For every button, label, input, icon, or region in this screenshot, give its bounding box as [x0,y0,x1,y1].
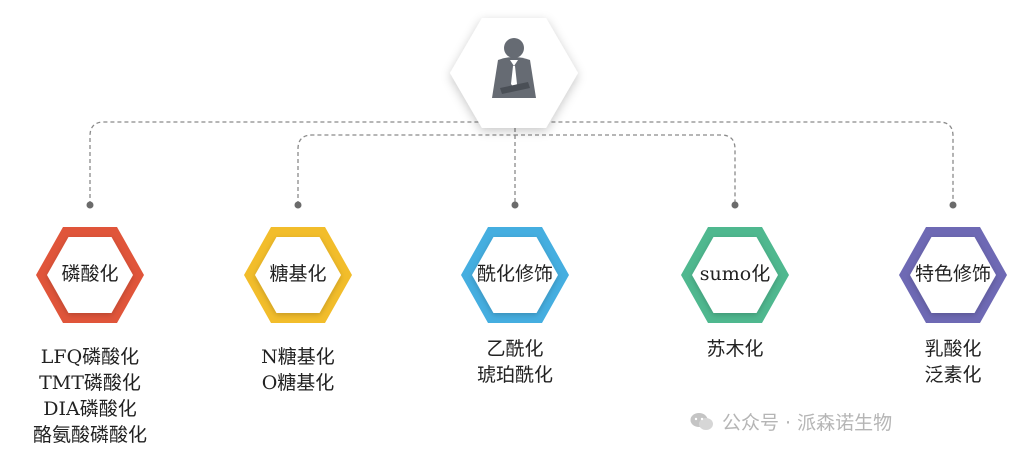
list-item: 苏木化 [706,338,764,360]
connector-dot-5 [949,201,957,209]
category-label-5: 特色修饰 [914,263,991,285]
connector-dot-1 [86,201,94,209]
list-item: LFQ磷酸化 [40,346,140,368]
list-item: TMT磷酸化 [39,372,141,394]
watermark: 公众号 · 派森诺生物 [690,408,892,435]
category-label-2: 糖基化 [269,263,327,285]
list-item: N糖基化 [261,346,335,368]
category-label-1: 磷酸化 [61,263,119,285]
root-node [450,18,578,128]
category-label-4: sumo化 [699,263,771,285]
connector-branch-2 [297,134,514,205]
connector-lines [86,121,957,209]
category-items-5: 乳酸化泛素化 [853,336,1024,388]
category-hexagon-inner-4 [692,237,778,313]
connector-dot-2 [294,201,302,209]
list-item: 琥珀酰化 [476,364,553,386]
category-label-3: 酰化修饰 [476,263,553,285]
category-hexagon-inner-3 [472,237,558,313]
category-hexagon-inner-2 [255,237,341,313]
list-item: 乙酰化 [486,338,544,360]
wechat-icon [690,412,713,430]
list-item: 乳酸化 [924,338,982,360]
businessman-icon [492,38,536,98]
category-items-2: N糖基化 O糖基化 [198,344,398,396]
category-hexagon-inner-1 [47,237,133,313]
category-hexagon-inner-5 [910,237,996,313]
list-item: 酪氨酸磷酸化 [32,424,147,446]
list-item: 泛素化 [924,364,982,386]
list-item: DIA磷酸化 [43,398,137,420]
category-items-1: LFQ磷酸化 TMT磷酸化 DIA磷酸化酪氨酸磷酸化 [0,344,190,448]
connector-dot-4 [731,201,739,209]
watermark-text: 公众号 · 派森诺生物 [722,412,893,434]
category-items-4: 苏木化 [635,336,835,362]
list-item: O糖基化 [261,372,335,394]
category-items-3: 乙酰化琥珀酰化 [415,336,615,388]
category-hexagons [36,227,1007,323]
connector-branch-4 [514,134,736,205]
connector-dot-3 [511,201,519,209]
